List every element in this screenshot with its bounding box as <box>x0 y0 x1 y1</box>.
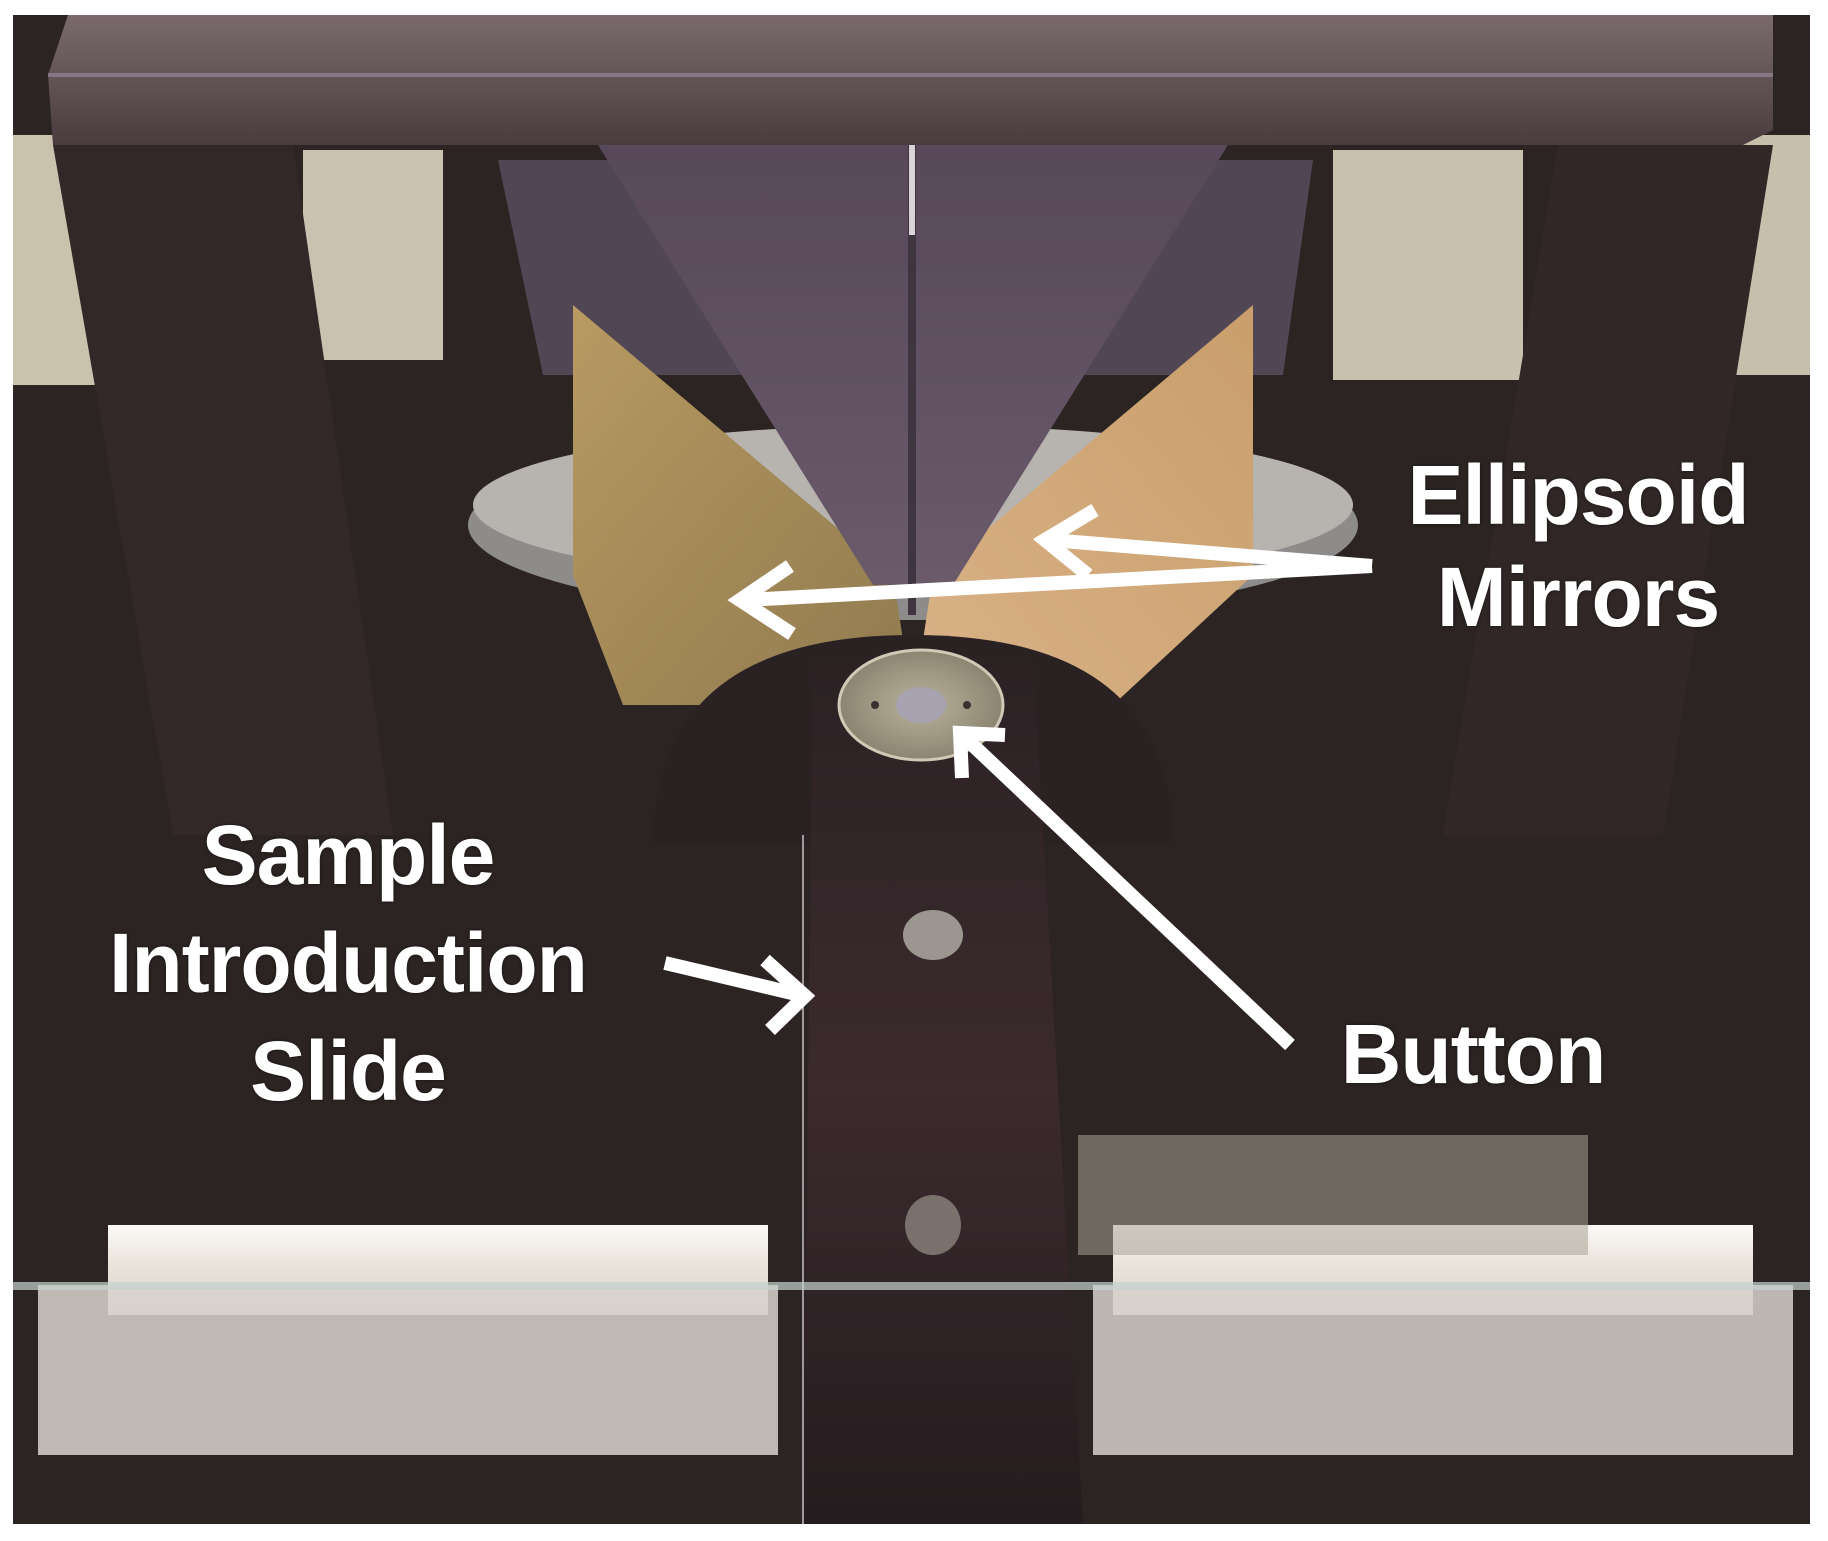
slide-label-line2: Introduction <box>109 916 588 1010</box>
sample-introduction-slide-label: Sample Introduction Slide <box>88 813 608 1113</box>
slide-label-line3: Slide <box>250 1024 447 1118</box>
ellipsoid-mirrors-label: Ellipsoid Mirrors <box>1378 453 1778 639</box>
button-label-text: Button <box>1340 1007 1607 1101</box>
ellipsoid-mirrors-label-line1: Ellipsoid <box>1407 448 1749 542</box>
ellipsoid-mirrors-label-line2: Mirrors <box>1436 550 1720 644</box>
slide-label-line1: Sample <box>201 808 496 902</box>
button-label: Button <box>1313 1012 1633 1096</box>
instrument-photo <box>13 15 1810 1524</box>
photo-scene <box>13 15 1810 1524</box>
